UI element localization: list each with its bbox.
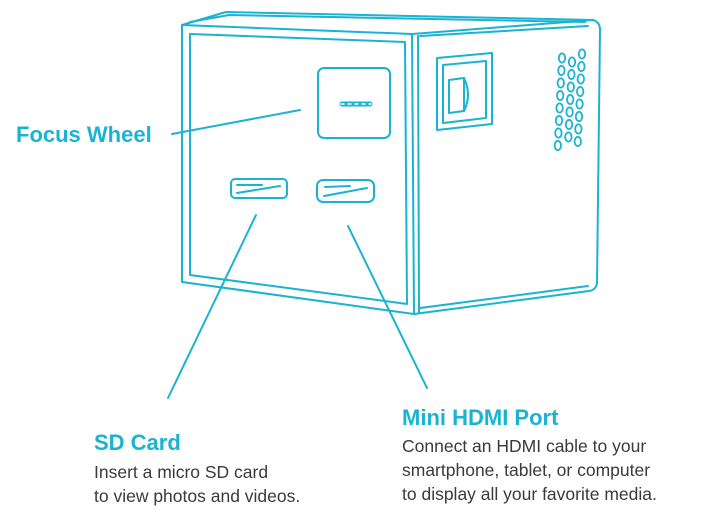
vent-hole <box>577 61 586 73</box>
vent-hole <box>576 73 585 85</box>
sd-card-slot <box>230 178 288 199</box>
vent-hole <box>574 111 584 123</box>
vent-hole <box>577 48 587 60</box>
vent-hole <box>556 90 565 102</box>
mini-hdmi-description: Connect an HDMI cable to your smartphone… <box>402 434 657 506</box>
focus-wheel-label: Focus Wheel <box>16 122 152 147</box>
vent-hole <box>575 98 584 110</box>
vent-hole <box>565 106 574 118</box>
hdmi-port-slot <box>316 179 375 203</box>
vent-hole <box>567 56 577 68</box>
mini-hdmi-label: Mini HDMI Port <box>402 405 559 430</box>
vent-hole <box>566 81 575 93</box>
sd-card-leader <box>167 214 257 399</box>
lens <box>436 52 493 131</box>
vent-hole <box>554 127 563 139</box>
callout-lines <box>167 109 428 399</box>
sd-card-label: SD Card <box>94 430 181 455</box>
vent-hole <box>566 94 575 106</box>
vent-hole <box>556 77 565 89</box>
vent-hole <box>573 135 582 147</box>
focus-wheel-leader <box>171 109 301 135</box>
hdmi-leader <box>347 225 428 389</box>
vent-hole <box>554 115 564 127</box>
projector-body <box>181 11 601 315</box>
speaker-vents <box>553 48 587 151</box>
vent-hole <box>564 119 574 131</box>
vent-hole <box>574 123 583 135</box>
sd-card-description-line: Insert a micro SD card <box>94 462 269 482</box>
sd-card-description: Insert a micro SD card to view photos an… <box>94 460 300 508</box>
vent-hole <box>564 131 573 143</box>
mini-hdmi-description-line: to display all your favorite media. <box>402 484 657 504</box>
vent-hole <box>557 52 567 64</box>
vent-hole <box>553 139 562 151</box>
vent-hole <box>567 69 576 81</box>
mini-hdmi-description-line: Connect an HDMI cable to your <box>402 436 647 456</box>
focus-wheel-window <box>317 67 391 139</box>
vent-hole <box>557 65 566 77</box>
mini-hdmi-description-line: smartphone, tablet, or computer <box>402 460 651 480</box>
vent-hole <box>555 102 564 114</box>
vent-hole <box>576 86 585 98</box>
sd-card-description-line: to view photos and videos. <box>94 486 301 506</box>
